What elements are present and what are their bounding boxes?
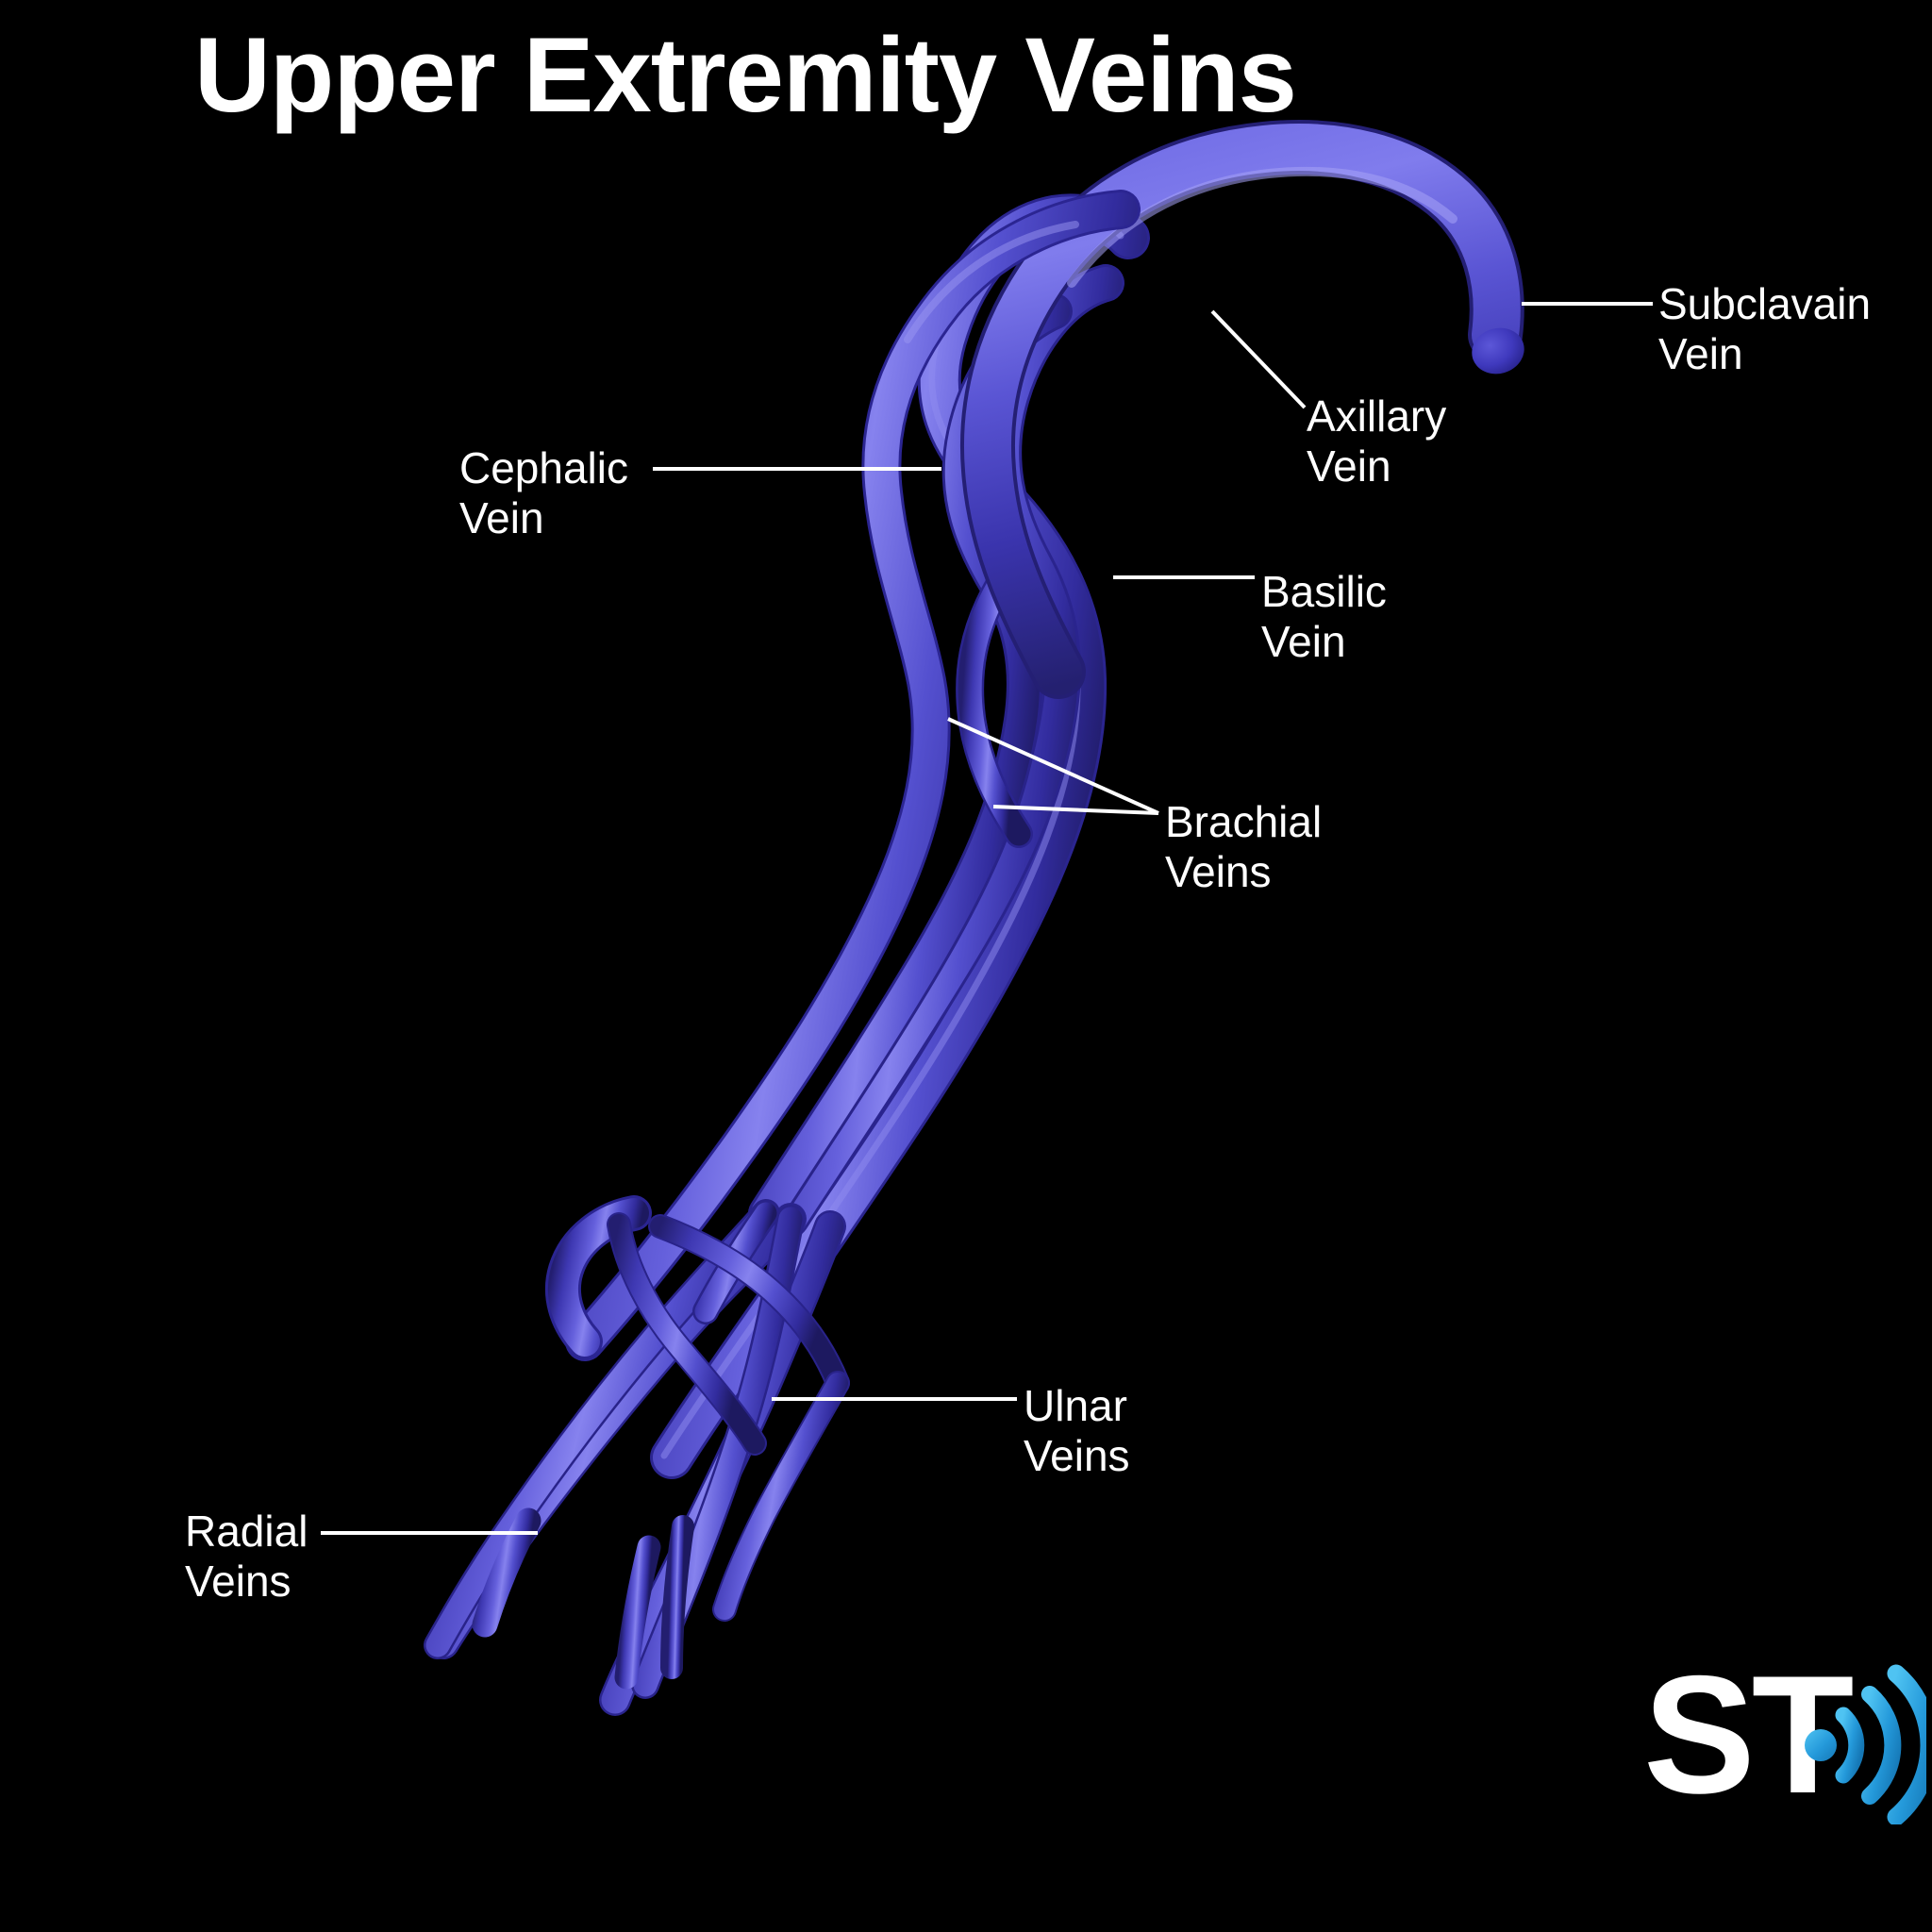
radial-vein-b <box>424 1199 780 1659</box>
forearm-anastomosis-2 <box>648 1214 850 1395</box>
subclavian-vein-cut-end <box>1472 327 1524 375</box>
leader-line-brachial-veins-upper <box>947 717 1159 815</box>
signal-waves-icon <box>1805 1664 1926 1824</box>
brachial-anastomosis-loop <box>956 573 1033 848</box>
signal-dot-icon <box>1805 1729 1837 1761</box>
forearm-anastomosis-3 <box>607 1212 767 1456</box>
leader-line-brachial-veins-lower <box>992 805 1159 815</box>
label-subclavain-vein: Subclavain Vein <box>1658 279 1872 379</box>
brand-logo: ST <box>1643 1643 1926 1860</box>
label-basilic-vein: Basilic Vein <box>1261 567 1387 667</box>
label-brachial-veins: Brachial Veins <box>1165 797 1323 897</box>
label-axillary-vein: Axillary Vein <box>1307 391 1447 491</box>
forearm-anastomosis-4 <box>712 1371 850 1622</box>
page-title: Upper Extremity Veins <box>194 16 1297 134</box>
label-radial-veins: Radial Veins <box>185 1507 308 1607</box>
label-ulnar-veins: Ulnar Veins <box>1024 1381 1130 1481</box>
label-cephalic-vein: Cephalic Vein <box>459 443 628 543</box>
cephalic-vein-path <box>565 190 1141 1361</box>
leader-line-axillary-vein <box>1210 309 1307 409</box>
